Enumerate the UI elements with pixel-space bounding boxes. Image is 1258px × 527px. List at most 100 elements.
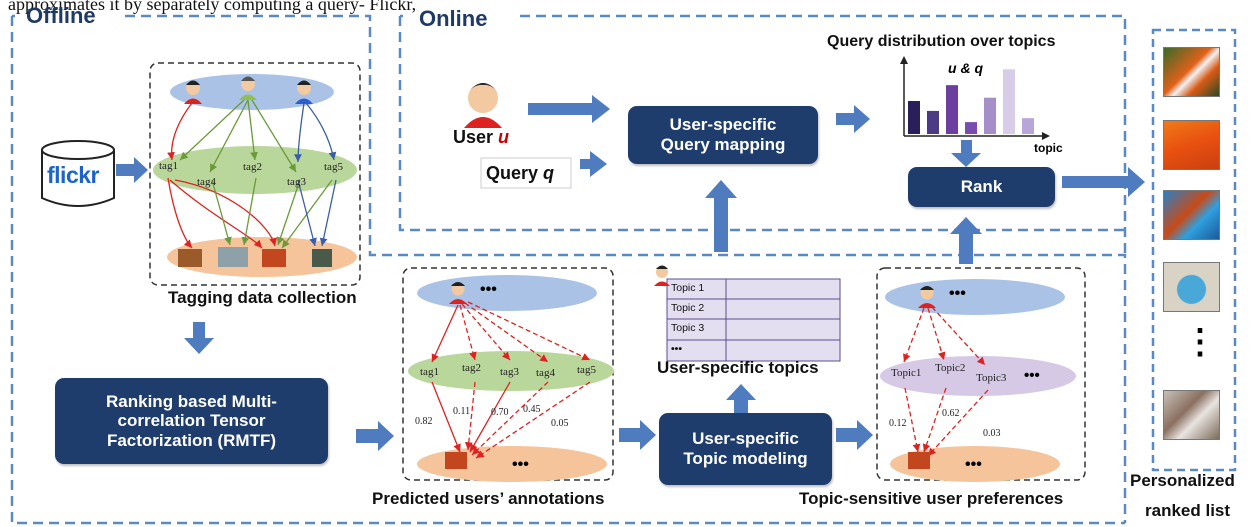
pref-topic-label: Topic1 [891,367,922,379]
chart-bar [1003,69,1015,134]
thumb-image [178,249,202,267]
query-mapping-label: User-specific Query mapping [660,115,786,154]
pred-tags-ellipse [408,351,614,391]
user-icon-red [184,80,202,104]
pref-score: 0.03 [983,428,1001,439]
thumb-image [312,249,332,267]
tag-label: tag2 [243,161,262,173]
ranked-image-4 [1163,262,1220,312]
user-icon-blue [295,80,313,104]
pref-score: 0.62 [942,408,960,419]
topic-row: Topic 1 [671,282,705,294]
topics-table-cells: Topic 1 Topic 2 Topic 3 ••• [667,279,725,361]
chart-x-axis-arrowhead [1042,132,1050,140]
tag-label: tag3 [287,176,306,188]
online-frame [398,14,1127,255]
pref-user-icon [918,286,936,308]
pref-topic-dots: ••• [1024,367,1040,384]
query-mapping-box: User-specific Query mapping [628,106,818,164]
rank-label: Rank [960,177,1003,197]
pred-score: 0.82 [415,416,433,427]
pred-score: 0.45 [523,404,541,415]
rmtf-label: Ranking based Multi-correlation Tensor F… [106,391,277,450]
pred-image-dots: ••• [512,456,529,473]
user-icon-green [239,76,257,100]
preferences-frame [876,267,1086,481]
header-text: approximates it by separately computing … [8,0,417,14]
tagging-frame [149,62,361,286]
chart-bar [984,97,996,134]
ranked-caption-1: Personalized [1130,471,1235,490]
ranked-caption-2: ranked list [1145,501,1231,520]
offline-title: Offline [26,3,96,28]
tag-label: tag5 [324,161,343,173]
pred-tag-label: tag3 [500,366,519,378]
ranked-image-5 [1163,390,1220,440]
chart-bar [908,101,920,134]
pred-user-icon [449,282,467,304]
users-ellipse [170,74,334,110]
pref-user-ellipse [885,279,1065,315]
pred-tag-label: tag1 [420,366,439,378]
chart-bar [927,110,939,134]
pred-score: 0.70 [491,407,509,418]
flickr-logo: flickr [47,162,99,188]
tags-ellipse [153,146,357,194]
thumb-image [445,452,467,469]
tagging-caption: Tagging data collection [168,288,357,307]
pref-score: 0.12 [889,418,907,429]
topic-row: Topic 2 [671,302,705,314]
ranked-image-1 [1163,47,1220,97]
query-label: Query q [486,163,554,184]
pred-tag-label: tag2 [462,362,481,374]
big-arrows [116,95,1145,451]
chart-xlabel: topic [1034,141,1063,155]
thumb-image [218,247,248,267]
ranked-list-frame [1151,28,1237,472]
chart-legend: u & q [948,60,983,76]
online-title: Online [419,6,488,31]
chart-title: Query distribution over topics [827,33,1056,50]
rank-box: Rank [908,167,1055,207]
thumb-image [908,452,930,469]
query-box-frame [480,157,572,189]
chart-bar [946,85,958,134]
pred-user-ellipse [417,275,597,311]
predicted-caption: Predicted users’ annotations [372,489,605,508]
pred-score: 0.05 [551,418,569,429]
user-text: User [453,127,494,147]
topic-modeling-label: User-specific Topic modeling [683,429,808,468]
pref-image-dots: ••• [965,456,982,473]
online-user-icon [464,83,502,128]
user-var: u [498,127,510,147]
topics-caption: User-specific topics [657,358,819,377]
rmtf-box: Ranking based Multi-correlation Tensor F… [55,378,328,464]
query-var: q [543,163,555,183]
chart-bar [1022,118,1034,134]
pred-score: 0.11 [453,406,471,417]
pref-topics-ellipse [880,356,1076,396]
topic-row: ••• [671,343,683,355]
topics-user-icon [654,265,670,286]
topic-row: Topic 3 [671,322,705,334]
pred-tag-label: tag5 [577,364,596,376]
tag-label: tag4 [197,176,216,188]
flickr-database-icon [41,140,115,207]
tag-label: tag1 [159,160,178,172]
chart-bar [965,122,977,134]
pref-topic-label: Topic2 [935,362,966,374]
offline-frame [10,14,1127,525]
thumb-image [262,249,286,267]
ranked-image-2 [1163,120,1220,170]
user-label: User u [453,127,509,148]
pref-topic-label: Topic3 [976,372,1007,384]
pred-user-dots: ••• [480,281,497,298]
pref-user-dots: ••• [949,285,966,302]
query-distribution-chart [900,56,1050,140]
topics-table [666,278,841,362]
preferences-caption: Topic-sensitive user preferences [799,489,1064,508]
ranked-image-3 [1163,190,1220,240]
ranked-dots: ⋮ [1183,323,1217,361]
pred-tag-label: tag4 [536,367,555,379]
